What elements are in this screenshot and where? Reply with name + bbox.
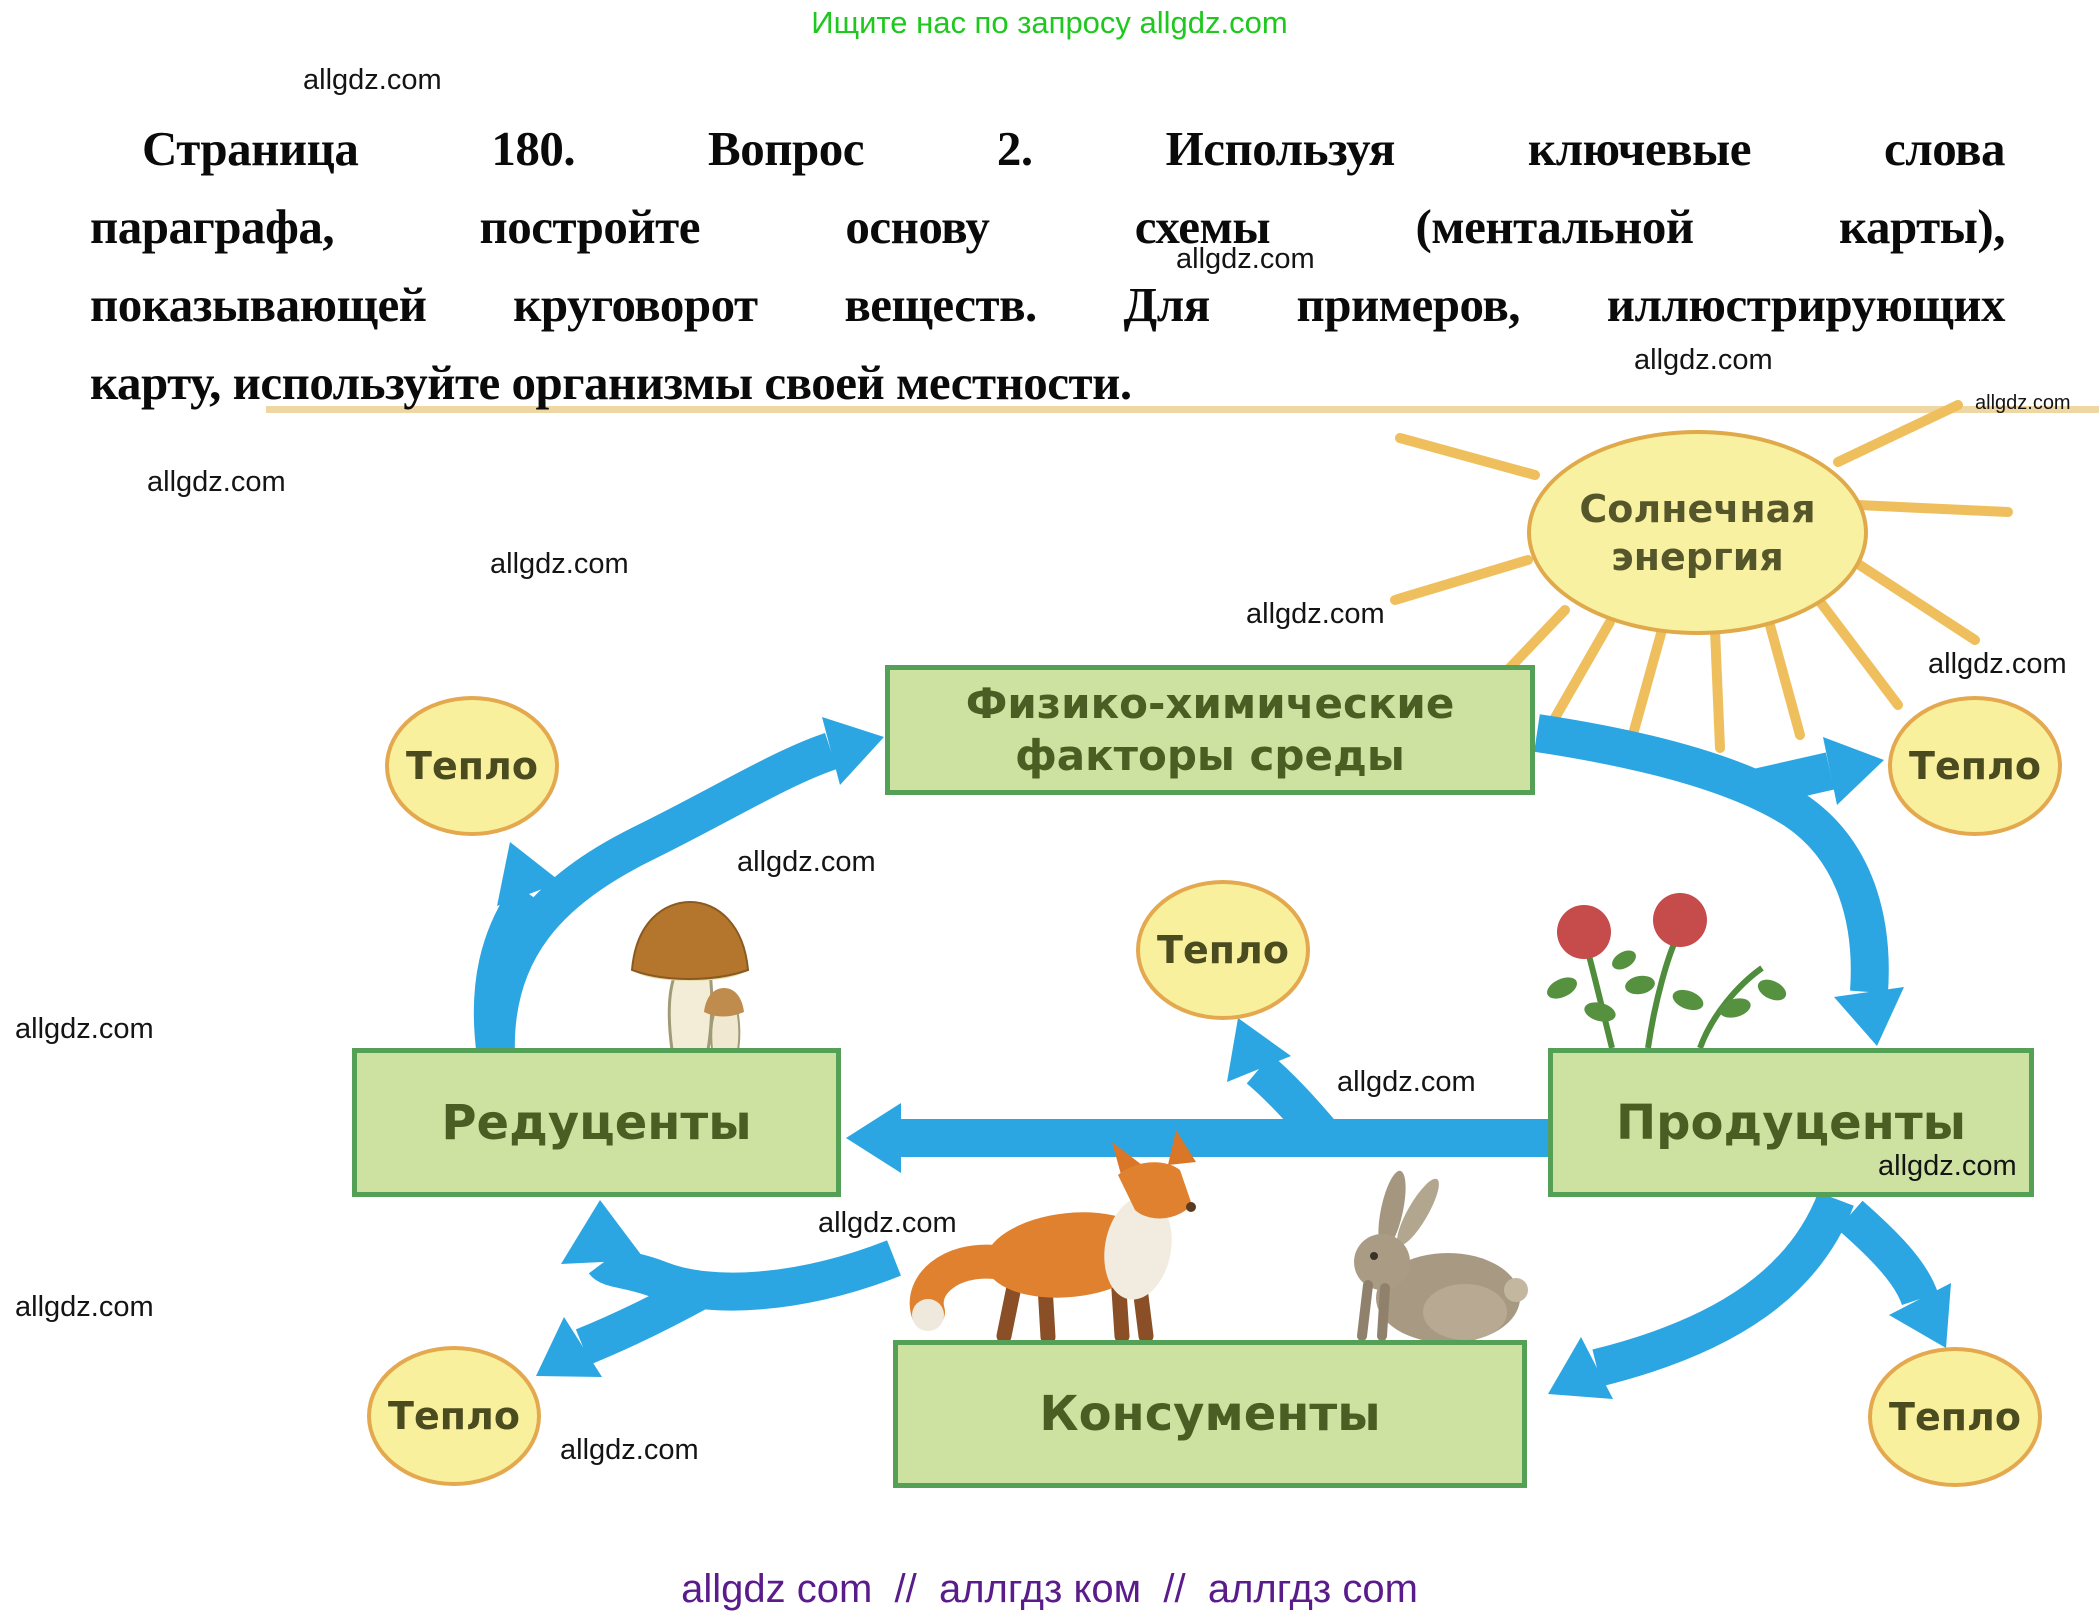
heat-badge-center: Тепло bbox=[1136, 880, 1310, 1020]
question-text: Страница 180. Вопрос 2. Используя ключев… bbox=[90, 110, 2006, 422]
watermark-text: allgdz.com bbox=[560, 1434, 699, 1466]
watermark-text: allgdz.com bbox=[15, 1291, 154, 1323]
watermark-text: allgdz.com bbox=[490, 548, 629, 580]
consumers-label: Консументы bbox=[1039, 1386, 1381, 1442]
watermark-text: allgdz.com bbox=[1337, 1066, 1476, 1098]
sun-badge: Солнечная энергия bbox=[1527, 430, 1868, 635]
question-line-1: Страница 180. Вопрос 2. Используя ключев… bbox=[142, 121, 2006, 176]
arrow-consumers-to-reducers bbox=[588, 1240, 901, 1311]
footer-text: allgdz com // аллгдз ком // аллгдз com bbox=[681, 1567, 1418, 1611]
sun-label-line2: энергия bbox=[1611, 534, 1784, 579]
consumers-box: Консументы bbox=[893, 1340, 1527, 1488]
producers-label: Продуценты bbox=[1615, 1094, 1967, 1151]
question-line-3: показывающей круговорот веществ. Для при… bbox=[90, 277, 2006, 332]
watermark-text: allgdz.com bbox=[818, 1207, 957, 1239]
arrow-reducers-to-factors bbox=[476, 732, 838, 1057]
arrow-factors-to-producers bbox=[1534, 714, 1889, 994]
producers-box: Продуценты bbox=[1548, 1048, 2034, 1197]
watermark-text: allgdz.com bbox=[147, 466, 286, 498]
factors-label-line1: Физико-химические bbox=[965, 679, 1455, 728]
factors-label-line2: факторы среды bbox=[1015, 731, 1405, 780]
arrow-branch-to-heat-center bbox=[1246, 1054, 1340, 1151]
arrow-producers-to-consumers bbox=[1592, 1191, 1854, 1387]
heat-label: Тепло bbox=[388, 1394, 520, 1438]
factors-box: Физико-химические факторы среды bbox=[885, 665, 1535, 795]
watermark-text: allgdz.com bbox=[15, 1013, 154, 1045]
heat-badge-bottom-left: Тепло bbox=[367, 1346, 541, 1486]
question-line-4: карту, используйте организмы своей местн… bbox=[90, 355, 1132, 410]
heat-badge-top-right: Тепло bbox=[1888, 696, 2062, 836]
sun-label-line1: Солнечная bbox=[1579, 486, 1816, 531]
reducers-label: Редуценты bbox=[441, 1094, 752, 1151]
cycle-arrows bbox=[473, 714, 1939, 1387]
arrow-branch-to-heat-topright bbox=[1750, 752, 1835, 807]
watermark-text: allgdz.com bbox=[1176, 243, 1315, 275]
rabbit-icon bbox=[1354, 1170, 1528, 1343]
promo-banner: Ищите нас по запросу allgdz.com bbox=[811, 5, 1288, 40]
watermark-text: allgdz.com bbox=[1634, 344, 1773, 376]
heat-label: Тепло bbox=[1157, 928, 1289, 972]
watermark-text: allgdz.com bbox=[1928, 648, 2067, 680]
arrow-branch-to-heat-bottomright bbox=[1837, 1200, 1939, 1306]
mushroom-icon bbox=[630, 900, 750, 1052]
watermark-text: allgdz.com bbox=[1975, 392, 2071, 414]
watermark-text: allgdz.com bbox=[303, 64, 442, 96]
heat-badge-top-left: Тепло bbox=[385, 696, 559, 836]
watermark-text: allgdz.com bbox=[1878, 1150, 2017, 1182]
reducers-box: Редуценты bbox=[352, 1048, 841, 1197]
divider-line bbox=[266, 406, 2099, 413]
heat-label: Тепло bbox=[1909, 744, 2041, 788]
heat-label: Тепло bbox=[406, 744, 538, 788]
heat-badge-bottom-right: Тепло bbox=[1868, 1347, 2042, 1487]
heat-label: Тепло bbox=[1889, 1395, 2021, 1439]
question-line-2: параграфа, постройте основу схемы (мента… bbox=[90, 199, 2006, 254]
watermark-text: allgdz.com bbox=[737, 846, 876, 878]
cycle-arrowheads bbox=[497, 717, 1951, 1399]
watermark-text: allgdz.com bbox=[1246, 598, 1385, 630]
fox-icon bbox=[909, 1130, 1196, 1345]
clover-icon bbox=[1547, 893, 1787, 1050]
arrow-branch-to-heat-bottomleft bbox=[575, 1271, 715, 1365]
